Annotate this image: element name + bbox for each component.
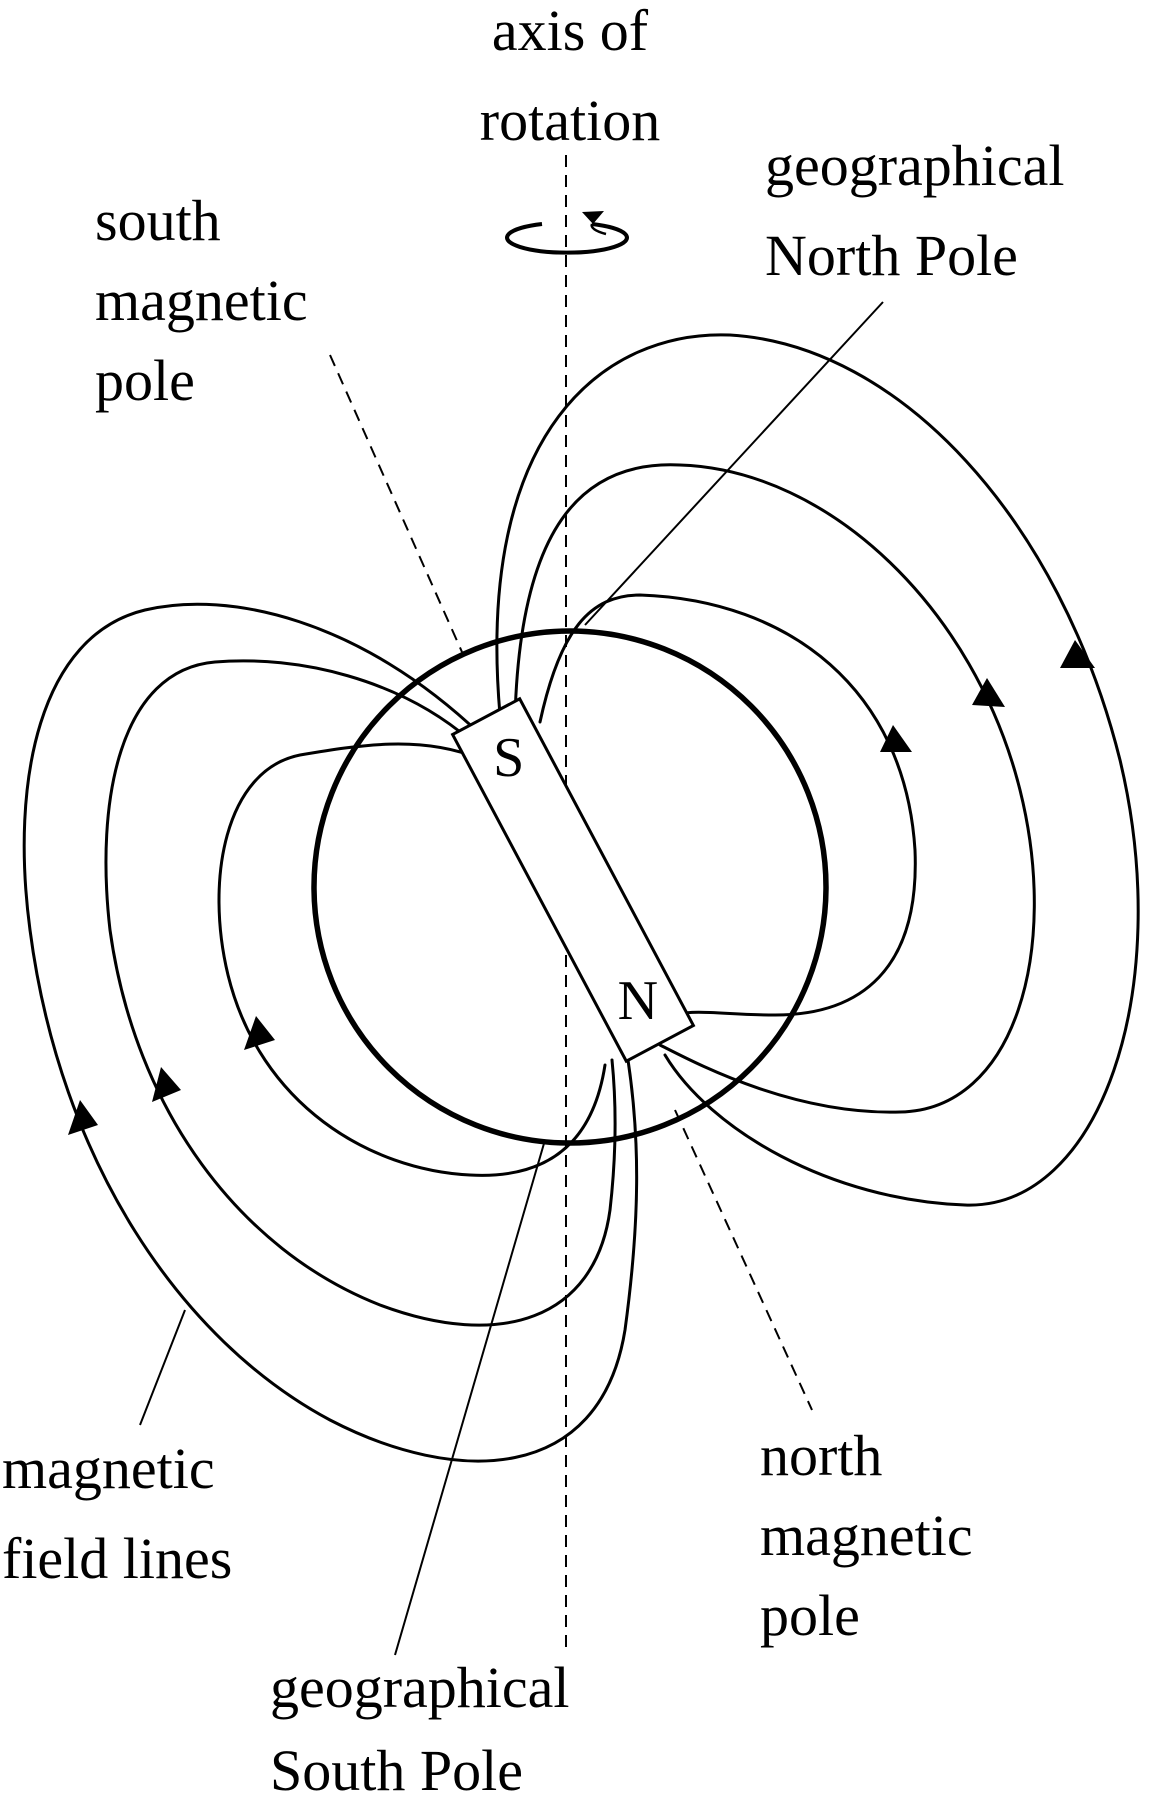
field-arrow-right-outer xyxy=(1060,640,1095,668)
field-line-left-middle xyxy=(104,659,617,1327)
label-magnetic-field-lines: magnetic field lines xyxy=(2,1436,232,1591)
field-line-left-outer xyxy=(22,602,639,1463)
field-lines-label-line1: magnetic xyxy=(2,1436,215,1501)
geo-south-label-line1: geographical xyxy=(270,1655,570,1720)
label-axis-of-rotation: axis of rotation xyxy=(480,0,660,153)
field-line-right-middle xyxy=(513,463,1036,1114)
geo-south-label-line2: South Pole xyxy=(270,1738,523,1800)
geo-north-pole-leader xyxy=(584,301,884,626)
magnet-body xyxy=(450,696,696,1064)
field-lines-label-line2: field lines xyxy=(2,1526,232,1591)
field-line-right-outer xyxy=(495,333,1140,1207)
magnet-n-letter: N xyxy=(618,970,658,1032)
field-arrow-left-middle xyxy=(152,1067,181,1102)
south-magnetic-label-line1: south xyxy=(95,188,221,253)
rotation-ellipse xyxy=(505,222,629,255)
south-magnetic-label-line2: magnetic xyxy=(95,268,308,333)
field-arrow-right-inner xyxy=(880,725,912,752)
north-magnetic-label-line3: pole xyxy=(760,1583,860,1648)
rotation-arrow-stroke xyxy=(590,223,607,236)
south-magnetic-pole-leader xyxy=(329,354,463,653)
field-lines-left xyxy=(22,602,639,1463)
label-geographical-south-pole: geographical South Pole xyxy=(270,1655,570,1800)
axis-label-line1: axis of xyxy=(492,0,649,63)
geo-south-pole-leader xyxy=(394,1139,546,1656)
bar-magnet: S N xyxy=(450,696,696,1064)
field-line-right-inner xyxy=(538,593,917,1042)
field-arrow-left-inner xyxy=(244,1016,275,1050)
field-arrow-right-middle xyxy=(972,678,1005,707)
earth-circle xyxy=(311,628,829,1146)
north-magnetic-label-line1: north xyxy=(760,1423,882,1488)
north-magnetic-pole-leader xyxy=(674,1109,813,1411)
label-south-magnetic-pole: south magnetic pole xyxy=(95,188,308,413)
axis-label-line2: rotation xyxy=(480,88,660,153)
south-magnetic-label-line3: pole xyxy=(95,348,195,413)
field-lines-leader xyxy=(139,1309,186,1426)
label-geographical-north-pole: geographical North Pole xyxy=(765,133,1065,288)
north-magnetic-label-line2: magnetic xyxy=(760,1503,973,1568)
field-arrow-left-outer xyxy=(68,1100,98,1135)
magnet-s-letter: S xyxy=(493,727,524,789)
field-line-left-inner xyxy=(217,742,607,1177)
rotation-arrowhead xyxy=(582,211,604,224)
geo-north-label-line1: geographical xyxy=(765,133,1065,198)
label-north-magnetic-pole: north magnetic pole xyxy=(760,1423,973,1648)
rotation-indicator xyxy=(505,211,629,255)
geo-north-label-line2: North Pole xyxy=(765,223,1018,288)
field-lines-right xyxy=(495,333,1140,1207)
